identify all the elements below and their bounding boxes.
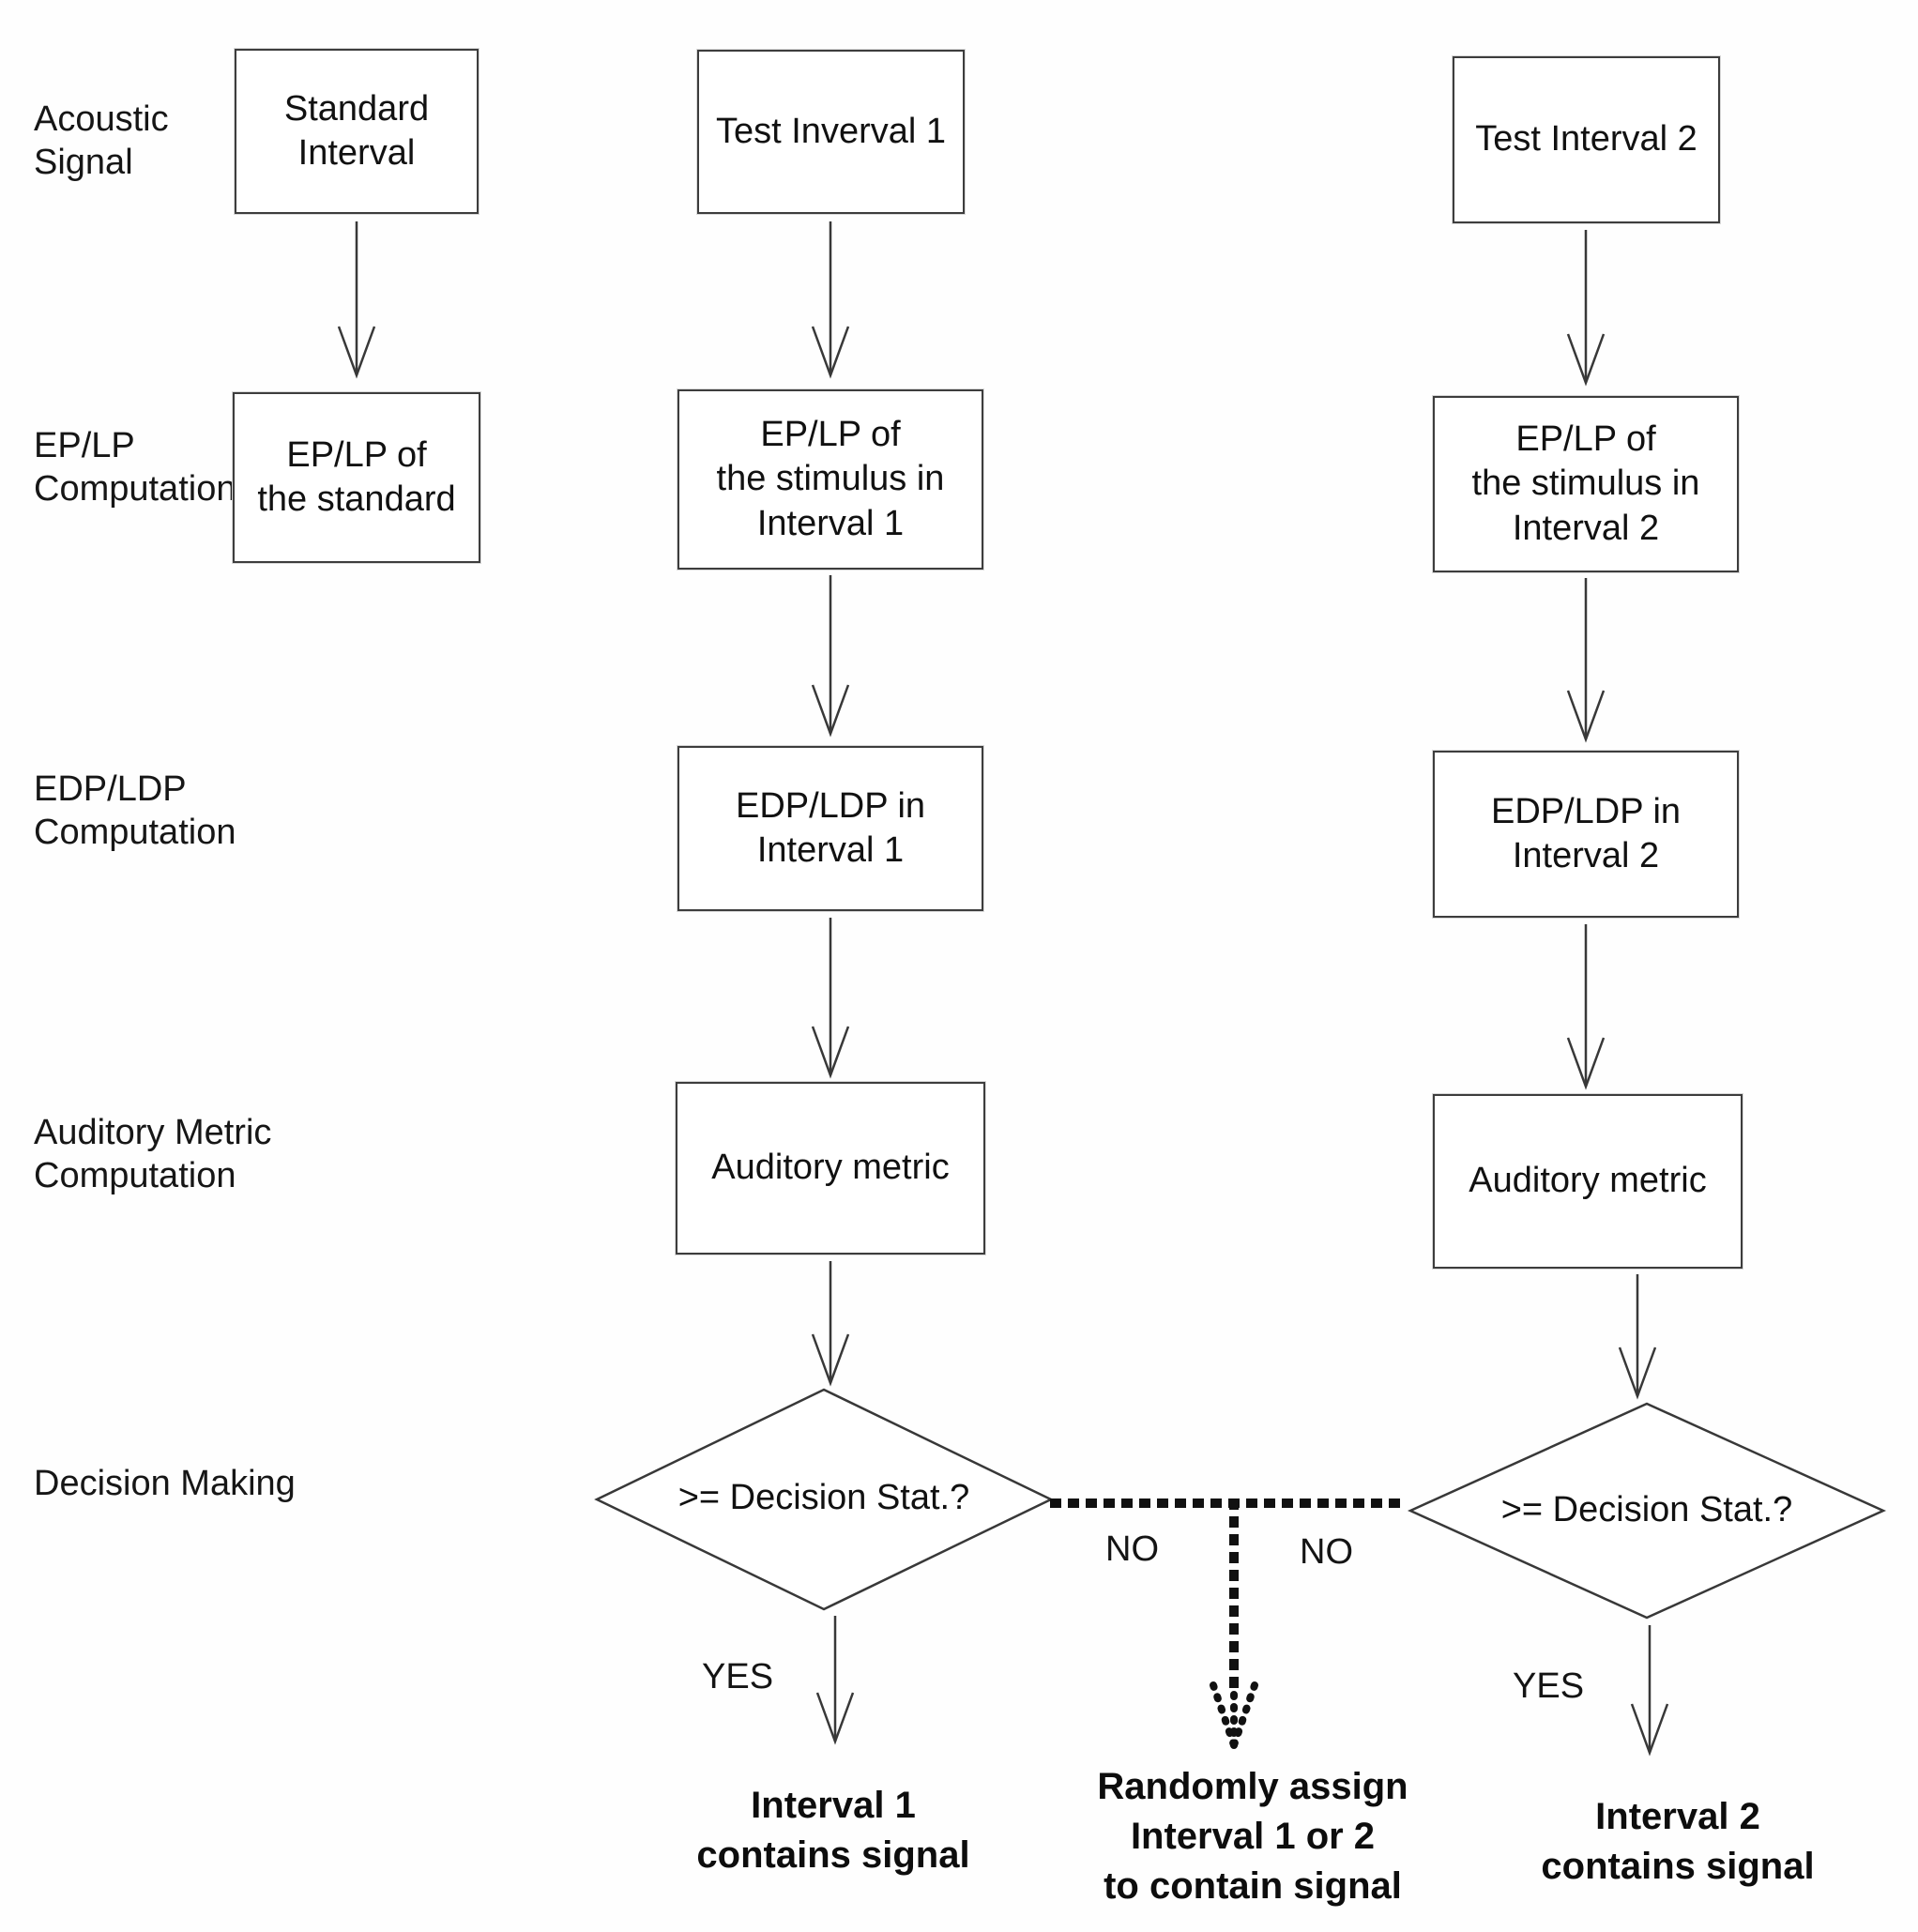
arrow-metric2-to-decision2 (1618, 1274, 1657, 1400)
branch-label-no-2: NO (1300, 1532, 1353, 1572)
arrow-metric1-to-decision1 (811, 1261, 850, 1387)
branch-label-yes-2: YES (1513, 1666, 1585, 1706)
decision-label-1: >= Decision Stat.? (677, 1478, 970, 1517)
box-ep-lp-interval-2: EP/LP of the stimulus in Interval 2 (1433, 396, 1739, 572)
decision-label-2: >= Decision Stat.? (1500, 1490, 1793, 1529)
outcome-interval-2: Interval 2 contains signal (1541, 1796, 1815, 1887)
stage-label-edp-ldp-computation: EDP/LDP Computation (34, 769, 236, 853)
arrow-standard-to-eplp (337, 221, 376, 379)
box-standard-interval: Standard Interval (235, 49, 479, 214)
outcome-random-assign: Randomly assign Interval 1 or 2 to conta… (1097, 1766, 1408, 1907)
arrow-yes-interval1 (815, 1616, 855, 1745)
box-test-interval-1: Test Inverval 1 (697, 50, 965, 214)
box-auditory-metric-1: Auditory metric (676, 1082, 985, 1255)
outcome-interval-1: Interval 1 contains signal (696, 1785, 970, 1876)
branch-label-yes-1: YES (702, 1657, 774, 1696)
box-auditory-metric-2: Auditory metric (1433, 1094, 1743, 1269)
arrow-edpldp1-to-metric1 (811, 918, 850, 1079)
box-test-interval-2: Test Interval 2 (1453, 56, 1720, 223)
stage-label-ep-lp-computation: EP/LP Computation (34, 426, 236, 510)
arrow-yes-interval2 (1630, 1625, 1669, 1757)
stage-label-acoustic-signal: Acoustic Signal (34, 99, 169, 183)
arrow-test1-to-eplp1 (811, 221, 850, 379)
box-edp-ldp-interval-1: EDP/LDP in Interval 1 (677, 746, 983, 911)
no-branch-dotted-connector (1050, 1498, 1412, 1751)
branch-label-no-1: NO (1105, 1529, 1159, 1569)
box-edp-ldp-interval-2: EDP/LDP in Interval 2 (1433, 751, 1739, 918)
arrow-test2-to-eplp2 (1566, 230, 1606, 387)
stage-label-decision-making: Decision Making (34, 1464, 296, 1503)
stage-label-auditory-metric-computation: Auditory Metric Computation (34, 1113, 272, 1196)
dotted-arrowhead (1210, 1681, 1258, 1751)
box-ep-lp-interval-1: EP/LP of the stimulus in Interval 1 (677, 389, 983, 570)
arrow-edpldp2-to-metric2 (1566, 924, 1606, 1090)
arrow-eplp1-to-edpldp1 (811, 575, 850, 738)
arrow-eplp2-to-edpldp2 (1566, 578, 1606, 743)
decision-diamond-2 (1407, 1402, 1887, 1620)
box-ep-lp-standard: EP/LP of the standard (233, 392, 480, 563)
